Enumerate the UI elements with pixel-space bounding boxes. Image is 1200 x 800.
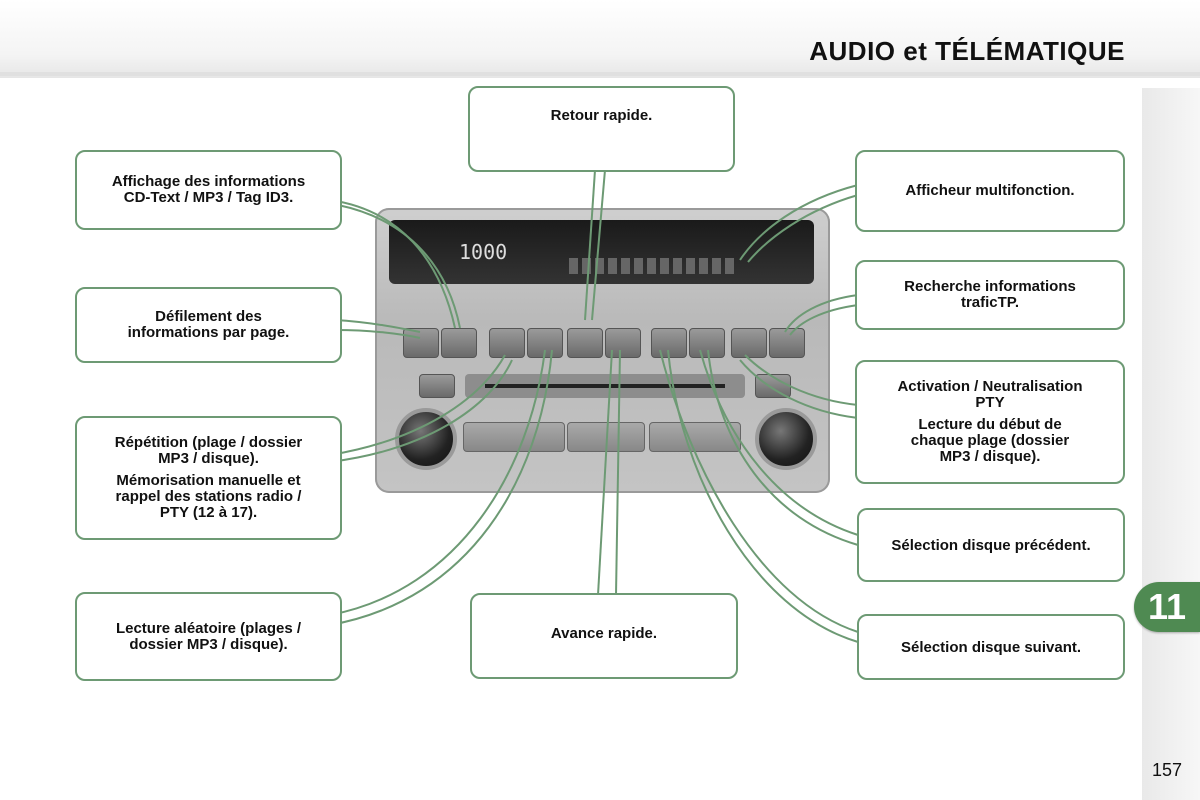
callout-text: chaque plage (dossier — [910, 432, 1070, 449]
callout-text: Répétition (plage / dossier — [114, 434, 303, 451]
callout-aleatoire: Lecture aléatoire (plages / dossier MP3 … — [75, 592, 342, 681]
center-button — [567, 422, 645, 452]
callout-text: MP3 / disque). — [158, 450, 259, 467]
load-button — [419, 374, 455, 398]
callout-text: PTY (12 à 17). — [159, 504, 258, 521]
cd-text-button — [441, 328, 477, 358]
callout-text: dossier MP3 / disque). — [129, 635, 288, 653]
cd-slot — [465, 374, 745, 398]
page-title: AUDIO et TÉLÉMATIQUE — [809, 36, 1125, 66]
callout-text: traficTP. — [960, 294, 1020, 311]
page-number: 157 — [1152, 760, 1183, 780]
pty-button — [731, 328, 767, 358]
callout-text: PTY — [975, 394, 1005, 411]
callout-disque-suivant: Sélection disque suivant. — [857, 614, 1125, 680]
seek-button — [649, 422, 741, 452]
preset-3-button — [567, 328, 603, 358]
volume-knob — [755, 408, 817, 470]
callout-defilement: Défilement des informations par page. — [75, 287, 342, 363]
tp-button — [769, 328, 805, 358]
callout-text: Lecture du début de — [918, 416, 1062, 433]
callout-text: informations par page. — [127, 324, 290, 341]
callout-pty: Activation / Neutralisation PTY Lecture … — [855, 360, 1125, 484]
left-knob — [395, 408, 457, 470]
preset-6-button — [689, 328, 725, 358]
callout-text: Afficheur multifonction. — [905, 182, 1075, 199]
header-divider — [0, 72, 1200, 76]
callout-text: Avance rapide. — [550, 625, 658, 642]
callout-text: rappel des stations radio / — [115, 488, 302, 505]
side-tab — [1142, 88, 1200, 800]
callout-afficheur: Afficheur multifonction. — [855, 150, 1125, 232]
callout-text: Sélection disque suivant. — [900, 639, 1082, 656]
preset-4-button — [605, 328, 641, 358]
header-band — [0, 0, 1200, 78]
display-segments — [569, 258, 737, 274]
callout-text: Retour rapide. — [550, 107, 653, 124]
callout-cd-text: Affichage des informations CD-Text / MP3… — [75, 150, 342, 230]
cd-mode-button — [463, 422, 565, 452]
callout-text: MP3 / disque). — [939, 448, 1041, 465]
multifunction-display: 1000 — [389, 220, 814, 284]
callout-text: Sélection disque précédent. — [891, 537, 1091, 554]
callout-repetition: Répétition (plage / dossier MP3 / disque… — [75, 416, 342, 540]
callout-avance-rapide: Avance rapide. — [470, 593, 738, 679]
callout-text: Mémorisation manuelle et — [116, 472, 301, 489]
page-scroll-button — [403, 328, 439, 358]
display-clock: 1000 — [459, 240, 508, 264]
callout-recherche-tp: Recherche informations traficTP. — [855, 260, 1125, 330]
preset-1-button — [489, 328, 525, 358]
callout-retour-rapide: Retour rapide. — [468, 86, 735, 172]
callout-text: Lecture aléatoire (plages / — [115, 619, 302, 637]
callout-text: Activation / Neutralisation — [897, 378, 1083, 395]
preset-5-button — [651, 328, 687, 358]
callout-text: Défilement des — [155, 308, 262, 325]
eject-button — [755, 374, 791, 398]
callout-text: Affichage des informations — [111, 173, 306, 190]
preset-2-button — [527, 328, 563, 358]
callout-text: Recherche informations — [904, 278, 1076, 295]
radio-unit-illustration: 1000 — [375, 208, 830, 493]
callout-disque-precedent: Sélection disque précédent. — [857, 508, 1125, 582]
callout-text: CD-Text / MP3 / Tag ID3. — [123, 189, 294, 206]
chapter-tab[interactable]: 11 — [1134, 582, 1200, 632]
